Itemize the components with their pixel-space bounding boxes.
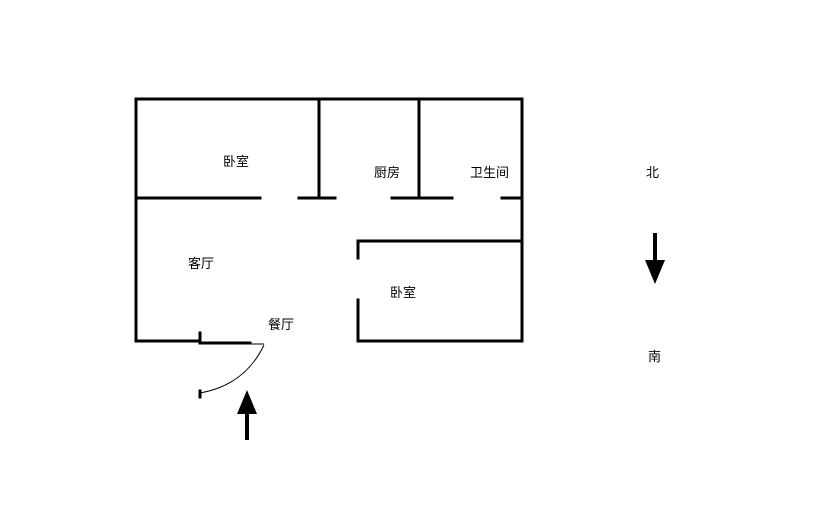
room-labels: 卧室 厨房 卫生间 客厅 卧室 餐厅 — [188, 154, 509, 333]
room-label-bathroom: 卫生间 — [470, 166, 509, 181]
room-label-bedroom-north: 卧室 — [223, 154, 249, 170]
outer-walls — [134, 97, 524, 343]
compass-arrow-head — [645, 260, 665, 284]
room-label-kitchen: 厨房 — [374, 165, 400, 181]
room-label-bedroom-south: 卧室 — [390, 285, 416, 301]
compass-south-label: 南 — [648, 349, 661, 365]
room-label-dining-room: 餐厅 — [268, 317, 294, 333]
door-swing-arc — [199, 344, 265, 394]
compass: 北 南 — [645, 166, 665, 365]
interior-walls — [134, 97, 524, 343]
entrance-arrow — [237, 390, 257, 440]
entrance-door — [198, 331, 265, 399]
room-label-living-room: 客厅 — [188, 256, 214, 272]
entrance-arrow-head — [237, 390, 257, 414]
compass-north-label: 北 — [646, 166, 659, 181]
